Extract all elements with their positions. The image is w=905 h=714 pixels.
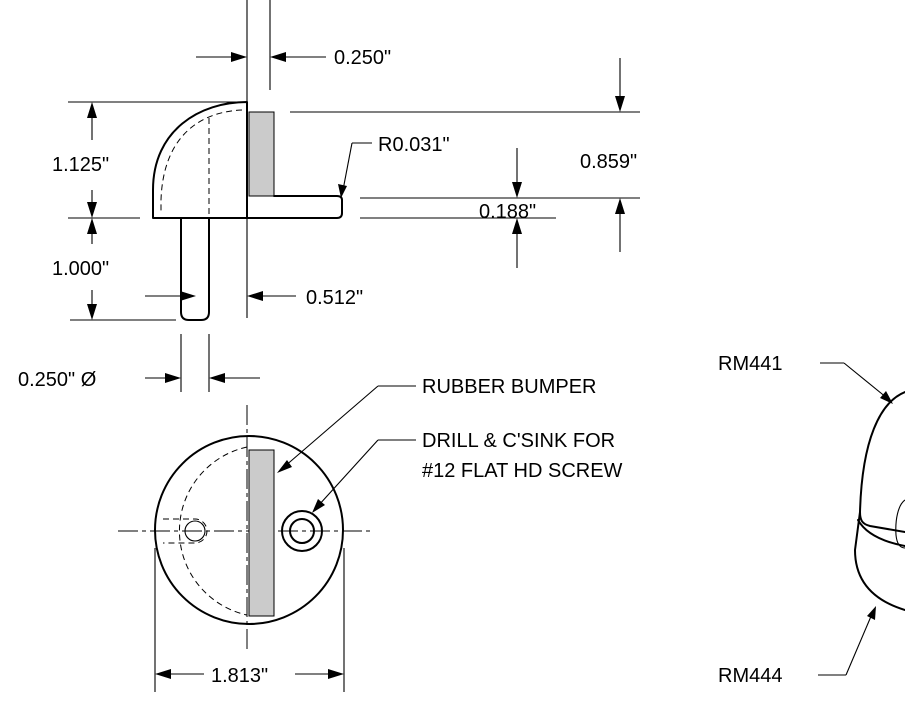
pictorial-base-top-edge: [857, 519, 905, 547]
dim-base-diameter-label: 1.813": [211, 665, 268, 687]
dimension-bumper-offset: 0.512": [145, 287, 363, 309]
pictorial-base: [854, 511, 905, 611]
part-label-top: RM441: [718, 353, 782, 375]
rubber-bumper-top: [248, 449, 275, 617]
dome-hidden-arc: [179, 446, 248, 616]
dimension-stem-offset: 0.250": [196, 0, 391, 90]
callout-drill: DRILL & C'SINK FOR #12 FLAT HD SCREW: [312, 430, 623, 513]
rubber-bumper-side: [248, 111, 275, 197]
stem-hidden-circle: [184, 520, 206, 542]
dimension-stem-diameter: 0.250" Ø: [18, 334, 260, 392]
callout-drill-line2: #12 FLAT HD SCREW: [422, 460, 623, 482]
dim-stem-offset-label: 0.250": [334, 47, 391, 69]
dome-hidden-contour: [160, 109, 243, 212]
dim-total-height-label: 0.859": [580, 151, 637, 173]
stem: [180, 217, 210, 321]
dome-body: [152, 101, 248, 219]
dimension-dome-height: 1.125": [52, 101, 245, 219]
dimension-base-diameter: 1.813": [154, 548, 345, 692]
base-circle: [154, 435, 344, 625]
pictorial-dome: [859, 391, 905, 533]
pictorial-bumper-edge: [895, 499, 905, 549]
base-plate: [246, 111, 343, 219]
screw-hole-inner: [289, 518, 315, 544]
dim-stem-diameter-label: 0.250" Ø: [18, 369, 96, 391]
part-label-bottom: RM444: [718, 665, 782, 687]
callout-drill-line1: DRILL & C'SINK FOR: [422, 430, 615, 452]
screw-hole-outer: [281, 510, 323, 552]
dimension-total-height: 0.859": [290, 58, 640, 252]
dim-edge-radius-label: R0.031": [378, 134, 450, 156]
dim-dome-height-label: 1.125": [52, 154, 109, 176]
callout-rubber-bumper-label: RUBBER BUMPER: [422, 376, 596, 398]
side-view: [152, 0, 343, 321]
top-view: [118, 405, 372, 652]
dim-base-thickness-label: 0.188": [479, 201, 536, 223]
stem-hidden-slot: [163, 518, 208, 544]
pictorial-view: RM441 RM444: [718, 353, 905, 687]
callout-rubber-bumper: RUBBER BUMPER: [277, 376, 596, 473]
dimension-base-thickness: 0.188": [360, 148, 556, 268]
dimension-edge-radius: R0.031": [338, 134, 450, 198]
dim-stem-length-label: 1.000": [52, 258, 109, 280]
dim-bumper-offset-label: 0.512": [306, 287, 363, 309]
dimension-stem-length: 1.000": [52, 218, 176, 321]
